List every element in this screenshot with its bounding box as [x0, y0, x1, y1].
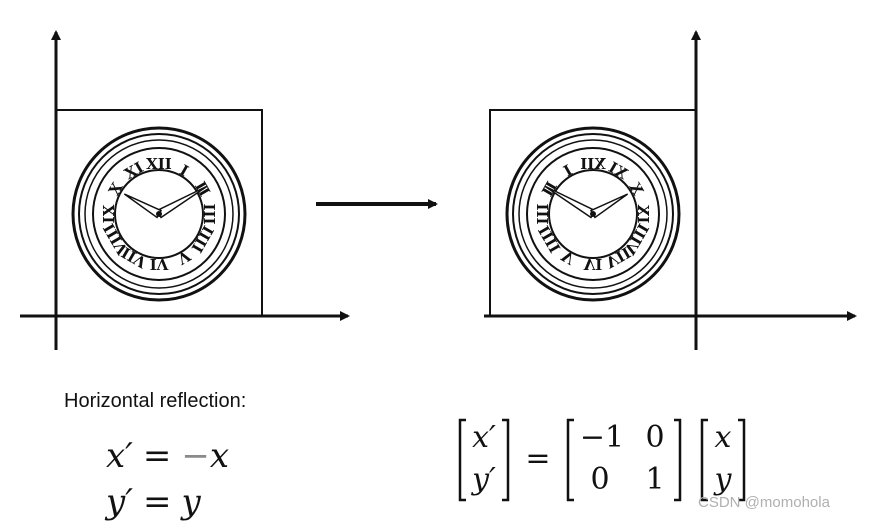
clock-ring [78, 133, 240, 295]
eq2-equals: = [142, 482, 172, 522]
right-frame [489, 109, 697, 317]
reflected-clock: XIIIIIIIIIIIIVVIVIIVIIIIXXXI [505, 126, 681, 302]
clock-pivot [156, 211, 162, 217]
numeral-ring-outer [526, 147, 660, 281]
eq1-equals: = [142, 436, 172, 476]
clock-ring-inner [518, 139, 668, 289]
eq2-rhs: y [181, 482, 201, 522]
matrix-a11: −1 [579, 420, 625, 455]
roman-numeral: VI [583, 255, 603, 273]
roman-numeral: IX [100, 204, 118, 223]
clock-ring [512, 133, 674, 295]
equation-x: x′=−x [106, 436, 229, 476]
roman-numeral: XII [580, 155, 606, 173]
result-y: y′ [472, 462, 496, 497]
matrix-a12: 0 [645, 420, 665, 455]
clock-ring-inner [84, 139, 234, 289]
bracket-input-right [738, 418, 746, 502]
input-x: x [714, 420, 732, 455]
clock-pivot [590, 211, 596, 217]
matrix-a22: 1 [645, 462, 665, 497]
eq2-lhs: y′ [106, 482, 133, 522]
roman-numeral: III [200, 203, 218, 224]
left-frame [55, 109, 263, 317]
original-clock: XIIIIIIIIIIIIVVIVIIVIIIIXXXI [71, 126, 247, 302]
caption: Horizontal reflection: [64, 390, 247, 412]
bracket-result-left [458, 418, 466, 502]
roman-numeral: XII [146, 155, 172, 173]
bracket-matrix-right [674, 418, 682, 502]
roman-numeral: VI [150, 255, 170, 273]
roman-numeral: III [534, 203, 552, 224]
eq1-minus: − [181, 436, 210, 476]
bracket-input-left [700, 418, 708, 502]
watermark: CSDN @momohola [698, 494, 830, 511]
eq1-lhs: x′ [106, 436, 133, 476]
numeral-ring-outer [92, 147, 226, 281]
result-x: x′ [472, 420, 496, 455]
matrix-equals: = [525, 441, 551, 476]
matrix-brackets [458, 418, 746, 502]
matrix-a21: 0 [590, 462, 610, 497]
eq1-rhs: x [209, 436, 230, 476]
equation-y: y′=y [106, 482, 201, 522]
bracket-result-right [502, 418, 510, 502]
bracket-matrix-left [566, 418, 574, 502]
roman-numeral: IX [634, 204, 652, 223]
input-y: y [714, 462, 732, 497]
